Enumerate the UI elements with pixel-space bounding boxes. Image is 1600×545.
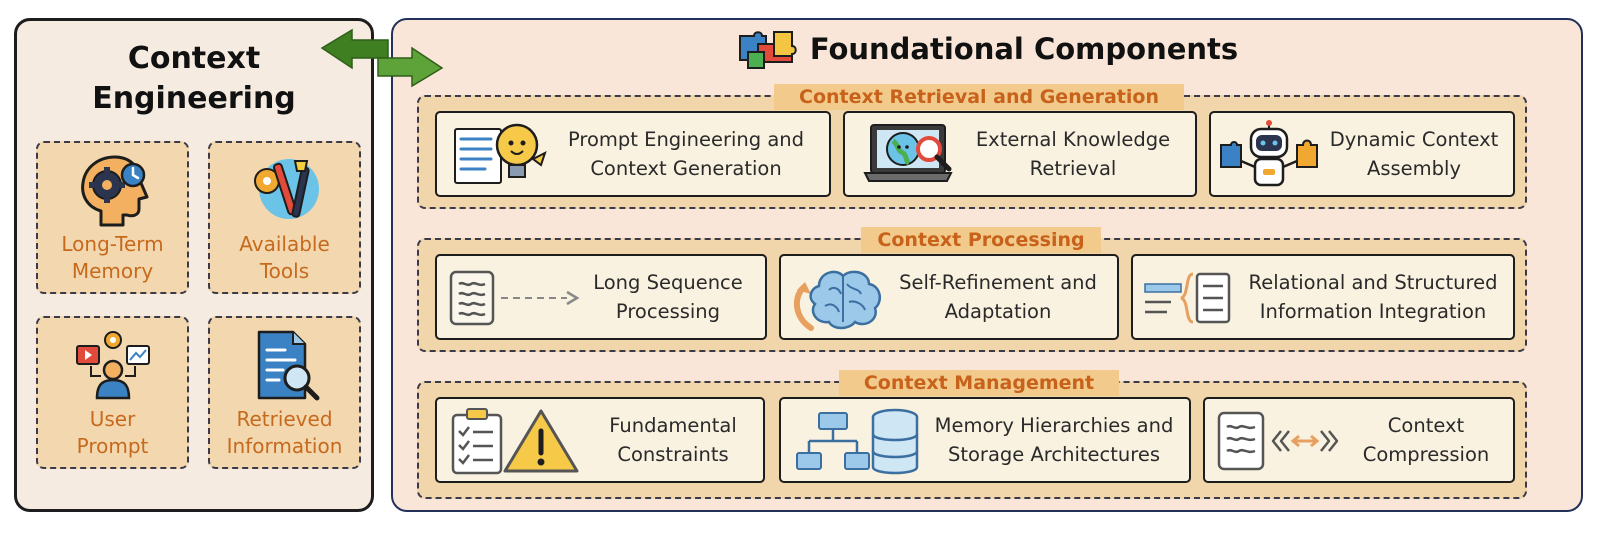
user-media-icon [75, 331, 150, 400]
card-self-refinement-adaptation: Self-Refinement and Adaptation [779, 254, 1119, 340]
section-context-retrieval-generation: Context Retrieval and Generation [417, 84, 1527, 209]
card-relational-structured-integration: Relational and Structured Information In… [1131, 254, 1515, 340]
long-term-memory-tile: Long-Term Memory [36, 141, 189, 294]
foundational-components-panel: Foundational Components Context Retrieva… [391, 18, 1583, 512]
card-long-sequence-processing: Long Sequence Processing [435, 254, 767, 340]
head-gears-icon [80, 155, 148, 227]
card-prompt-engineering: Prompt Engineering and Context Generatio… [435, 111, 831, 197]
context-engineering-panel: Context Engineering Long-Term Memory [14, 18, 374, 512]
card-external-knowledge-retrieval: External Knowledge Retrieval [843, 111, 1197, 197]
lightbulb-document-icon [454, 123, 547, 184]
card-context-compression: Context Compression [1203, 397, 1515, 483]
laptop-globe-magnifier-icon [863, 124, 953, 182]
puzzle-icon [738, 31, 797, 69]
robot-puzzle-icon [1220, 120, 1318, 187]
checklist-warning-icon [451, 408, 579, 475]
section-label: Context Management [839, 370, 1119, 396]
user-prompt-tile: User Prompt [36, 316, 189, 469]
structured-list-icon [1144, 272, 1231, 324]
section-label: Context Processing [861, 227, 1101, 253]
context-engineering-title: Context Engineering [92, 41, 296, 116]
section-label: Context Retrieval and Generation [774, 84, 1184, 110]
retrieved-information-tile: Retrieved Information [208, 316, 361, 469]
hierarchy-database-icon [796, 408, 919, 475]
card-fundamental-constraints: Fundamental Constraints [435, 397, 765, 483]
section-context-processing: Context Processing Long Sequence [417, 227, 1527, 352]
card-memory-hierarchies-storage: Memory Hierarchies and Storage Architect… [779, 397, 1191, 483]
section-context-management: Context Management Fundamental [417, 370, 1527, 499]
available-tools-tile: Available Tools [208, 141, 361, 294]
document-compress-icon [1217, 411, 1339, 471]
bidirectional-arrow-icon [320, 28, 444, 88]
brain-refresh-icon [793, 270, 882, 331]
document-magnifier-icon [257, 330, 319, 401]
document-dashed-arrow-icon [449, 270, 580, 326]
foundational-components-title: Foundational Components [393, 28, 1581, 70]
tools-gear-icon [253, 159, 319, 219]
card-dynamic-context-assembly: Dynamic Context Assembly [1209, 111, 1515, 197]
